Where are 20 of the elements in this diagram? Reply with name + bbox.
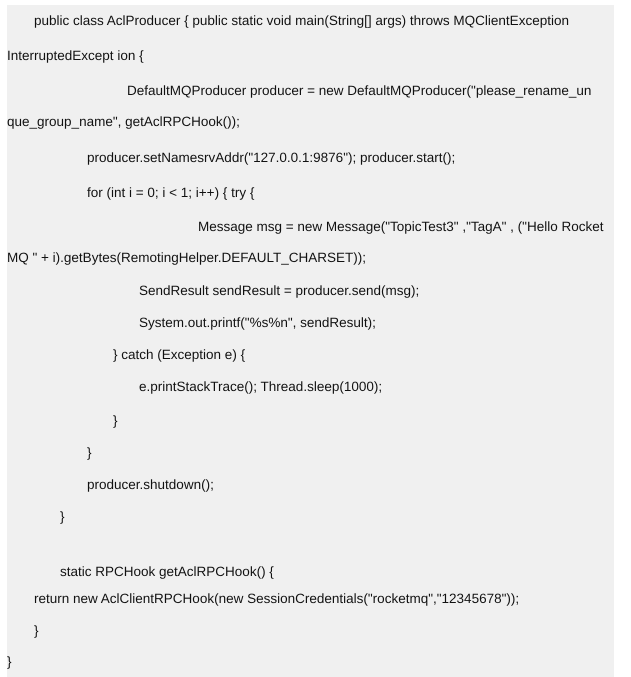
- code-line: }: [113, 413, 118, 429]
- code-line: e.printStackTrace(); Thread.sleep(1000);: [139, 379, 382, 395]
- code-line: }: [87, 445, 92, 461]
- code-line: producer.setNamesrvAddr("127.0.0.1:9876"); producer.start();: [87, 150, 456, 166]
- code-line: public class AclProducer { public static void main(String[] args) throws MQClientException: [34, 13, 569, 29]
- code-line: que_group_name", getAclRPCHook());: [7, 114, 240, 130]
- code-line: DefaultMQProducer producer = new DefaultMQProducer("please_rename_un: [127, 83, 592, 99]
- code-line: producer.shutdown();: [87, 477, 214, 493]
- code-line: for (int i = 0; i < 1; i++) { try {: [87, 185, 254, 201]
- code-line: InterruptedExcept ion {: [7, 48, 144, 64]
- code-line: Message msg = new Message("TopicTest3" ,"TagA" , ("Hello Rocket: [198, 219, 604, 235]
- code-line: System.out.printf("%s%n", sendResult);: [139, 315, 376, 331]
- code-line: SendResult sendResult = producer.send(msg);: [139, 283, 420, 299]
- code-line: MQ " + i).getBytes(RemotingHelper.DEFAULT_CHARSET));: [7, 250, 366, 266]
- code-line: }: [60, 509, 65, 525]
- code-line: }: [34, 623, 39, 639]
- code-line: static RPCHook getAclRPCHook() {: [60, 564, 274, 580]
- code-line: return new AclClientRPCHook(new SessionCredentials("rocketmq","12345678"));: [34, 591, 520, 607]
- code-line: }: [7, 654, 12, 670]
- code-line: } catch (Exception e) {: [113, 347, 246, 363]
